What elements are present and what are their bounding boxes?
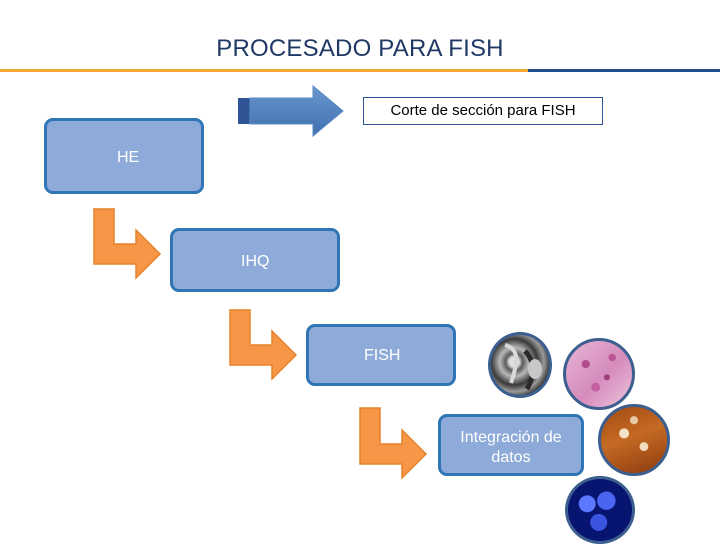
title-underline-blue — [528, 69, 720, 72]
step-arrow-2 — [229, 309, 298, 381]
step-box-ihq: IHQ — [170, 228, 340, 292]
blue-fish-fluorescence-image — [565, 476, 635, 544]
main-arrow-tail — [238, 98, 252, 124]
title-underline-orange — [0, 69, 528, 72]
page-title: PROCESADO PARA FISH — [216, 35, 504, 62]
step-label-he: HE — [117, 149, 140, 166]
step-box-fish: FISH — [306, 324, 456, 386]
step-label-ihq: IHQ — [241, 253, 270, 270]
main-arrow — [249, 84, 344, 138]
brown-stained-ihc-image — [598, 404, 670, 476]
step-label-fish: FISH — [364, 347, 401, 364]
step-arrow-1 — [93, 208, 162, 280]
step-box-he: HE — [44, 118, 204, 194]
step-arrow-3 — [359, 407, 428, 480]
pink-tissue-histology-image — [563, 338, 635, 410]
scan-detail — [504, 343, 542, 391]
grayscale-scan-image — [488, 332, 552, 398]
callout-label: Corte de sección para FISH — [363, 97, 603, 125]
step-box-integracion: Integración de datos — [438, 414, 584, 476]
step-label-integracion: Integración de datos — [460, 429, 562, 466]
